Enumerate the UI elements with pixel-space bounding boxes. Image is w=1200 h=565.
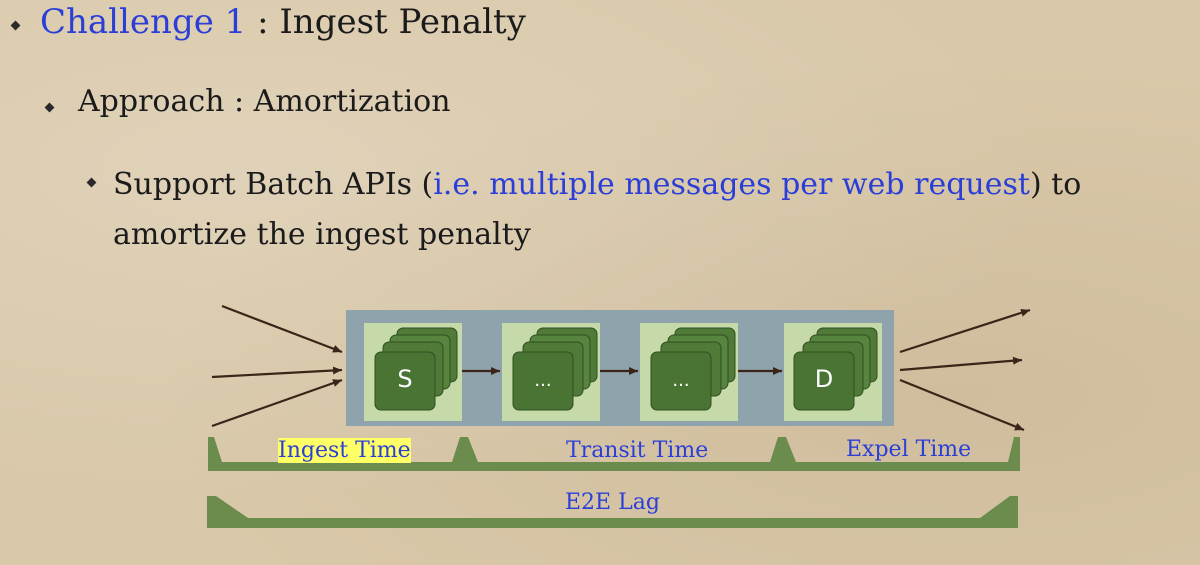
outgoing-arrows — [899, 308, 1031, 432]
brace-expel — [780, 437, 1020, 471]
support-text-a: Support Batch APIs ( — [113, 167, 434, 202]
outgoing-arrow-1 — [899, 308, 1031, 354]
brace-e2e — [207, 496, 1018, 528]
e2e-lag-label: E2E Lag — [565, 490, 660, 515]
stack-d — [793, 327, 878, 411]
stage-label-s: S — [397, 365, 413, 393]
ingest-time-label: Ingest Time — [278, 438, 411, 463]
support-line: Support Batch APIs (i.e. multiple messag… — [113, 160, 1183, 260]
stack-transit-1 — [512, 327, 598, 411]
support-text-b: ) to amortize the ingest penalty — [113, 167, 1082, 252]
stack-transit-2 — [650, 327, 736, 411]
challenge-prefix: Challenge 1 — [40, 2, 247, 42]
challenge-sep: : — [246, 2, 280, 42]
challenge-title: Ingest Penalty — [279, 2, 526, 42]
incoming-arrow-2 — [211, 366, 343, 379]
incoming-arrow-1 — [221, 304, 343, 354]
transit-time-label: Transit Time — [566, 438, 709, 463]
challenge-heading: Challenge 1 : Ingest Penalty — [40, 2, 526, 42]
stack-s — [374, 327, 458, 411]
incoming-arrow-3 — [211, 378, 343, 428]
expel-time-label: Expel Time — [846, 437, 972, 462]
approach-line: Approach : Amortization — [78, 84, 451, 119]
support-text-blue: i.e. multiple messages per web request — [433, 167, 1030, 202]
stage-label-transit-1: ... — [534, 370, 552, 391]
outgoing-arrow-2 — [899, 356, 1023, 372]
incoming-arrows — [211, 304, 343, 428]
brace-transit — [462, 437, 784, 471]
ingest-time-text: Ingest Time — [278, 438, 411, 463]
stage-label-d: D — [814, 365, 834, 393]
outgoing-arrow-3 — [899, 378, 1025, 432]
stage-label-transit-2: ... — [672, 370, 690, 391]
